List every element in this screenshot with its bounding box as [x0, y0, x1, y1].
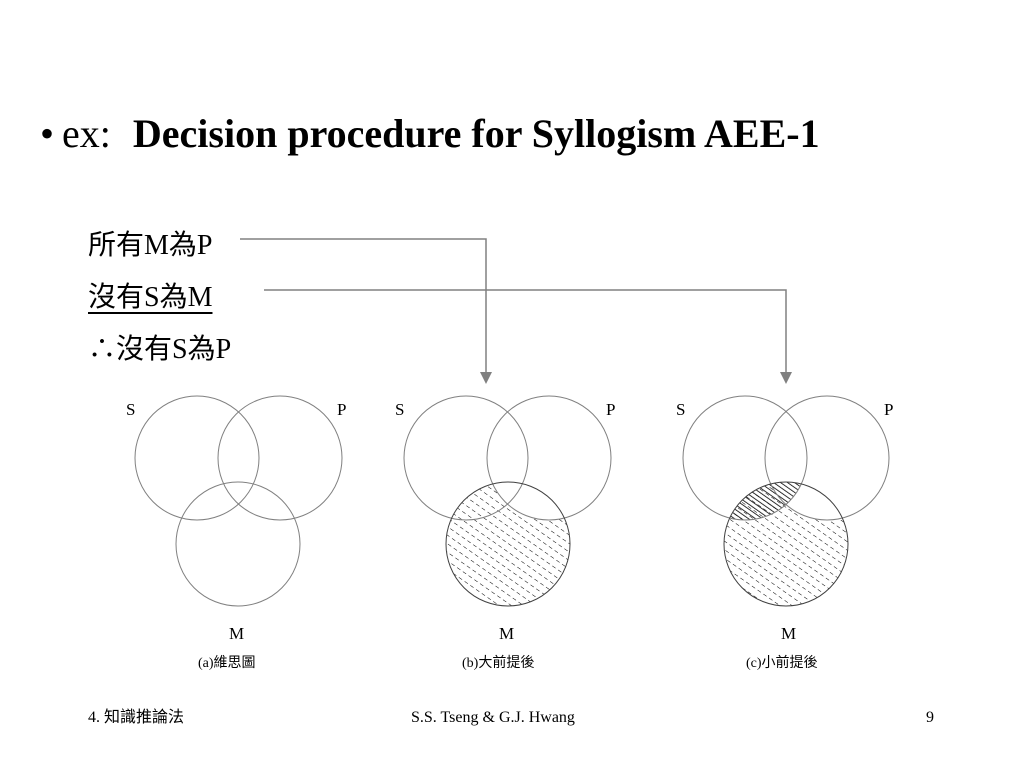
label-p: P [337, 400, 346, 419]
label-s: S [395, 400, 404, 419]
caption: (a)維思圖 [198, 655, 256, 671]
label-s: S [676, 400, 685, 419]
footer-page-number: 9 [926, 709, 934, 726]
label-m: M [229, 624, 244, 643]
major-premise-connector [240, 238, 492, 384]
conclusion: ∴沒有S為P [88, 334, 232, 365]
venn-diagram-c: S P M (c)小前提後 [676, 395, 893, 671]
circle-m [445, 481, 571, 607]
circle-p [486, 395, 612, 521]
label-s: S [126, 400, 135, 419]
footer-authors: S.S. Tseng & G.J. Hwang [411, 709, 575, 726]
label-m: M [781, 624, 796, 643]
slide-title: •ex: Decision procedure for Syllogism AEE… [40, 106, 820, 162]
circle-s [134, 395, 260, 521]
circle-s [403, 395, 529, 521]
minor-premise: 沒有S為M [88, 282, 213, 313]
shaded-s-and-m [724, 482, 807, 520]
caption: (c)小前提後 [746, 654, 818, 671]
example-label: ex: [62, 111, 111, 156]
label-p: P [884, 400, 893, 419]
slide-heading: Decision procedure for Syllogism AEE-1 [132, 111, 820, 156]
shaded-m-outside-p [446, 482, 570, 606]
label-p: P [606, 400, 615, 419]
bullet-glyph: • [40, 111, 55, 156]
venn-diagram-a: S P M (a)維思圖 [126, 395, 346, 671]
circle-s [682, 395, 808, 521]
circle-p [217, 395, 343, 521]
footer-chapter: 4. 知識推論法 [88, 709, 185, 726]
caption: (b)大前提後 [462, 654, 534, 671]
minor-premise-connector [264, 289, 792, 384]
circle-p [764, 395, 890, 521]
venn-diagram-b: S P M (b)大前提後 [395, 395, 615, 671]
circle-m [175, 481, 301, 607]
major-premise: 所有M為P [88, 230, 213, 261]
circle-m [723, 481, 849, 607]
label-m: M [499, 624, 514, 643]
